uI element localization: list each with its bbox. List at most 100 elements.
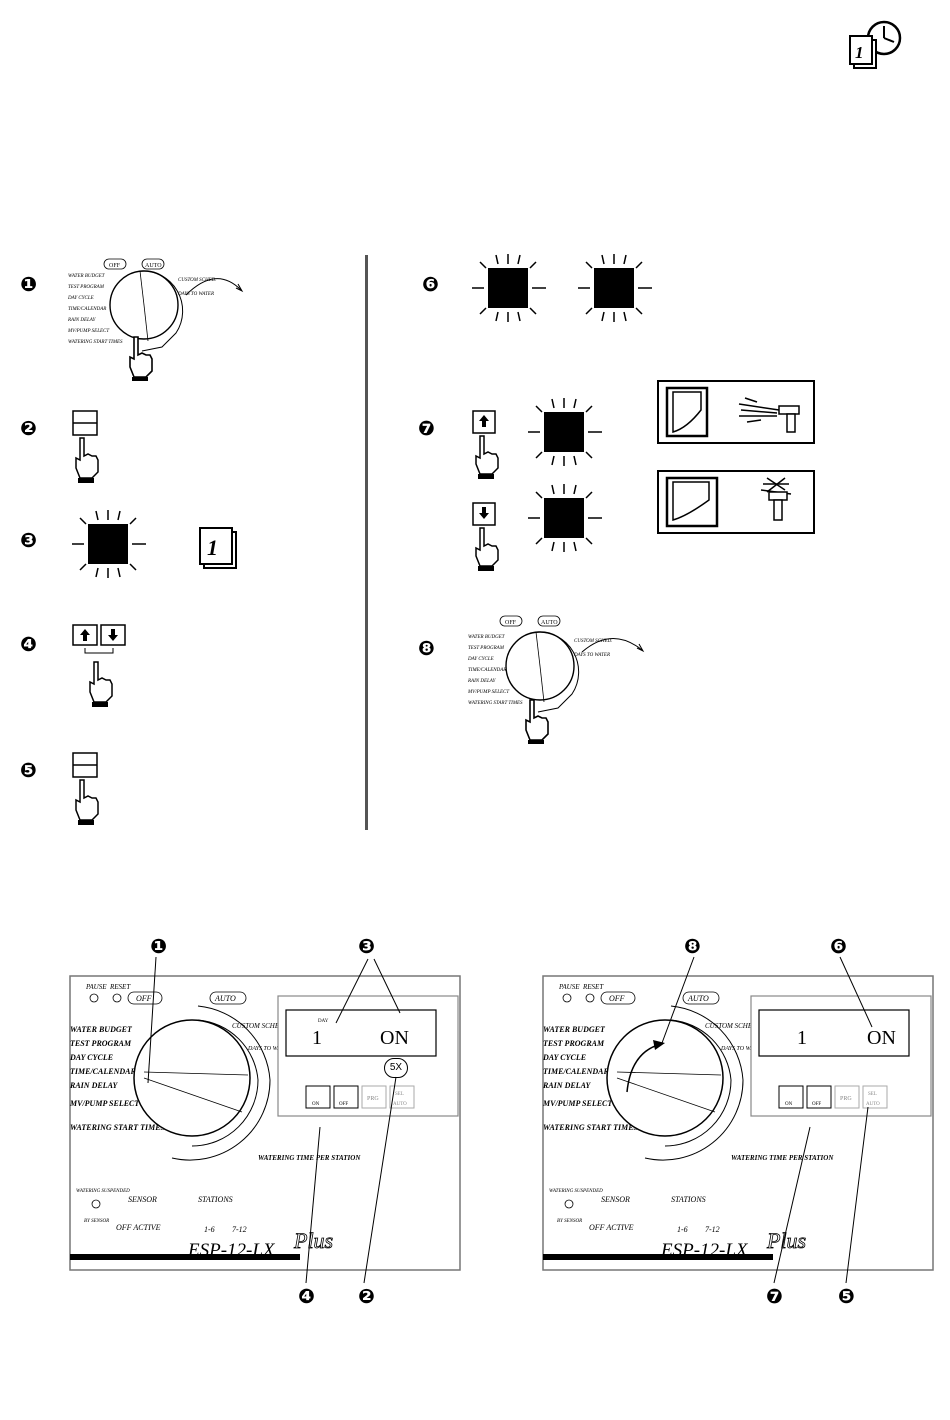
ctrl-right-label-4: RAIN DELAY [542, 1081, 591, 1090]
step-2-number: ❷ [20, 416, 37, 440]
ctrl-right-label-5: MV/PUMP SELECT [542, 1099, 613, 1108]
controller-right: PAUSE RESET OFF AUTO WATER BUDGET TEST P… [535, 940, 940, 1280]
step-8-number: ❽ [418, 636, 435, 660]
ctrl-left-label-2: DAY CYCLE [69, 1053, 113, 1062]
btn-right-auto: AUTO [866, 1102, 880, 1107]
btn-left-auto: AUTO [393, 1102, 407, 1107]
callout-left-4: ❹ [298, 1284, 315, 1308]
ctrl-left-st-7-12: 7-12 [232, 1225, 247, 1234]
ctrl-left-label-4: RAIN DELAY [69, 1081, 118, 1090]
callout-right-6: ❻ [830, 934, 847, 958]
ctrl-left-off-active: OFF ACTIVE [116, 1223, 161, 1232]
step-3-number: ❸ [20, 528, 37, 552]
display-left-status: ON [380, 1027, 409, 1049]
step-1-number: ❶ [20, 272, 37, 296]
step-8-dial: OFF AUTO WATER BUDGET TEST PROGRAM DAY C… [467, 615, 645, 744]
ctrl-left-st-1-6: 1-6 [204, 1225, 215, 1234]
callout-left-3: ❸ [358, 934, 375, 958]
ctrl-left-label-0: WATER BUDGET [70, 1025, 133, 1034]
dial8-label-days: DAYS TO WATER [573, 653, 610, 658]
ctrl-left-pause: PAUSE [85, 983, 107, 991]
dial8-label-mv-pump: MV/PUMP SELECT [467, 690, 510, 695]
step-4-number: ❹ [20, 632, 37, 656]
dial-label-start-times: WATERING START TIMES [68, 340, 123, 345]
ctrl-left-by-sensor: BY SENSOR [84, 1219, 109, 1224]
ctrl-left-watering-time: WATERING TIME PER STATION [258, 1154, 361, 1162]
ctrl-right-label-6: WATERING START TIMES [543, 1123, 639, 1132]
ctrl-right-suspended: WATERING SUSPENDED [549, 1189, 603, 1194]
step-5-button-press [72, 752, 99, 825]
ctrl-right-st-7-12: 7-12 [705, 1225, 720, 1234]
station-off-indicator [657, 470, 815, 534]
ctrl-left-model: ESP-12-LX [187, 1240, 276, 1261]
svg-text:1: 1 [855, 43, 864, 62]
btn-left-prg: PRG [367, 1096, 379, 1102]
controller-right-drawing: PAUSE RESET OFF AUTO WATER BUDGET TEST P… [542, 975, 934, 1271]
dial8-label-water-budget: WATER BUDGET [468, 635, 506, 640]
dial-label-custom: CUSTOM SCHED. [178, 278, 217, 283]
ctrl-left-suspended: WATERING SUSPENDED [76, 1189, 130, 1194]
ctrl-left-days: DAYS TO WATER [247, 1046, 292, 1052]
calendar-icon: 1 [199, 527, 237, 569]
ctrl-right-stations: STATIONS [671, 1195, 706, 1204]
btn-left-on: ON [312, 1102, 320, 1107]
column-divider [365, 255, 368, 830]
display-left-day-label: DAY [318, 1019, 329, 1024]
ctrl-right-pause: PAUSE [558, 983, 580, 991]
ctrl-right-days: DAYS TO WATER [720, 1046, 765, 1052]
dial-off-label: OFF [109, 263, 121, 269]
ctrl-left-reset: RESET [109, 983, 131, 991]
step-6-flashing-display-left [472, 254, 546, 322]
ctrl-right-model: ESP-12-LX [660, 1240, 749, 1261]
display-right-value: 1 [797, 1027, 807, 1049]
btn-right-sel: SEL [868, 1092, 877, 1097]
dial-auto-label: AUTO [145, 263, 162, 269]
controller-left: PAUSE RESET OFF AUTO WATER BUDGET TEST P… [62, 940, 467, 1280]
callout-right-5: ❺ [838, 1284, 855, 1308]
dial8-label-test-program: TEST PROGRAM [468, 646, 505, 651]
ctrl-right-custom: CUSTOM SCHED. [705, 1022, 759, 1030]
dial8-label-start-times: WATERING START TIMES [468, 701, 523, 706]
step-4-arrow-buttons-press [72, 624, 126, 707]
ctrl-left-label-6: WATERING START TIMES [70, 1123, 166, 1132]
btn-left-sel: SEL [395, 1092, 404, 1097]
ctrl-left-off: OFF [136, 994, 152, 1003]
ctrl-right-auto: AUTO [687, 994, 709, 1003]
dial-label-water-budget: WATER BUDGET [68, 274, 106, 279]
ctrl-left-label-5: MV/PUMP SELECT [69, 1099, 140, 1108]
callout-right-8: ❽ [684, 934, 701, 958]
ctrl-left-label-1: TEST PROGRAM [70, 1039, 132, 1048]
btn-right-on: ON [785, 1102, 793, 1107]
ctrl-left-plus: Plus [293, 1228, 333, 1253]
step-7-flashing-display-off [528, 484, 602, 552]
callout-left-1: ❶ [150, 934, 167, 958]
step-7-number: ❼ [418, 416, 435, 440]
ctrl-right-reset: RESET [582, 983, 604, 991]
ctrl-right-off-active: OFF ACTIVE [589, 1223, 634, 1232]
dial8-auto-label: AUTO [541, 620, 558, 626]
step-6-flashing-display-right [578, 254, 652, 322]
callout-lines-right [661, 956, 873, 1284]
step-1-dial: OFF AUTO WATER BUDGET TEST PROGRAM DAY C… [67, 258, 244, 381]
dial-label-mv-pump: MV/PUMP SELECT [67, 329, 110, 334]
ctrl-left-stations: STATIONS [198, 1195, 233, 1204]
ctrl-right-label-2: DAY CYCLE [542, 1053, 586, 1062]
step-7-up-button-press [472, 410, 499, 479]
dial8-label-custom: CUSTOM SCHED. [574, 639, 613, 644]
press-5x-label: 5X [389, 1062, 403, 1073]
btn-left-off: OFF [339, 1102, 348, 1107]
callout-right-7: ❼ [766, 1284, 783, 1308]
btn-right-prg: PRG [840, 1096, 852, 1102]
ctrl-left-custom: CUSTOM SCHED. [232, 1022, 286, 1030]
ctrl-right-watering-time: WATERING TIME PER STATION [731, 1154, 834, 1162]
step-3-flashing-display [72, 510, 146, 578]
dial8-label-day-cycle: DAY CYCLE [467, 657, 494, 662]
ctrl-right-st-1-6: 1-6 [677, 1225, 688, 1234]
svg-text:1: 1 [207, 535, 218, 560]
dial-label-test-program: TEST PROGRAM [68, 285, 105, 290]
step-7-flashing-display-on [528, 398, 602, 466]
ctrl-right-off: OFF [609, 994, 625, 1003]
ctrl-right-label-0: WATER BUDGET [543, 1025, 606, 1034]
display-left-value: 1 [312, 1027, 322, 1049]
dial-label-day-cycle: DAY CYCLE [67, 296, 94, 301]
